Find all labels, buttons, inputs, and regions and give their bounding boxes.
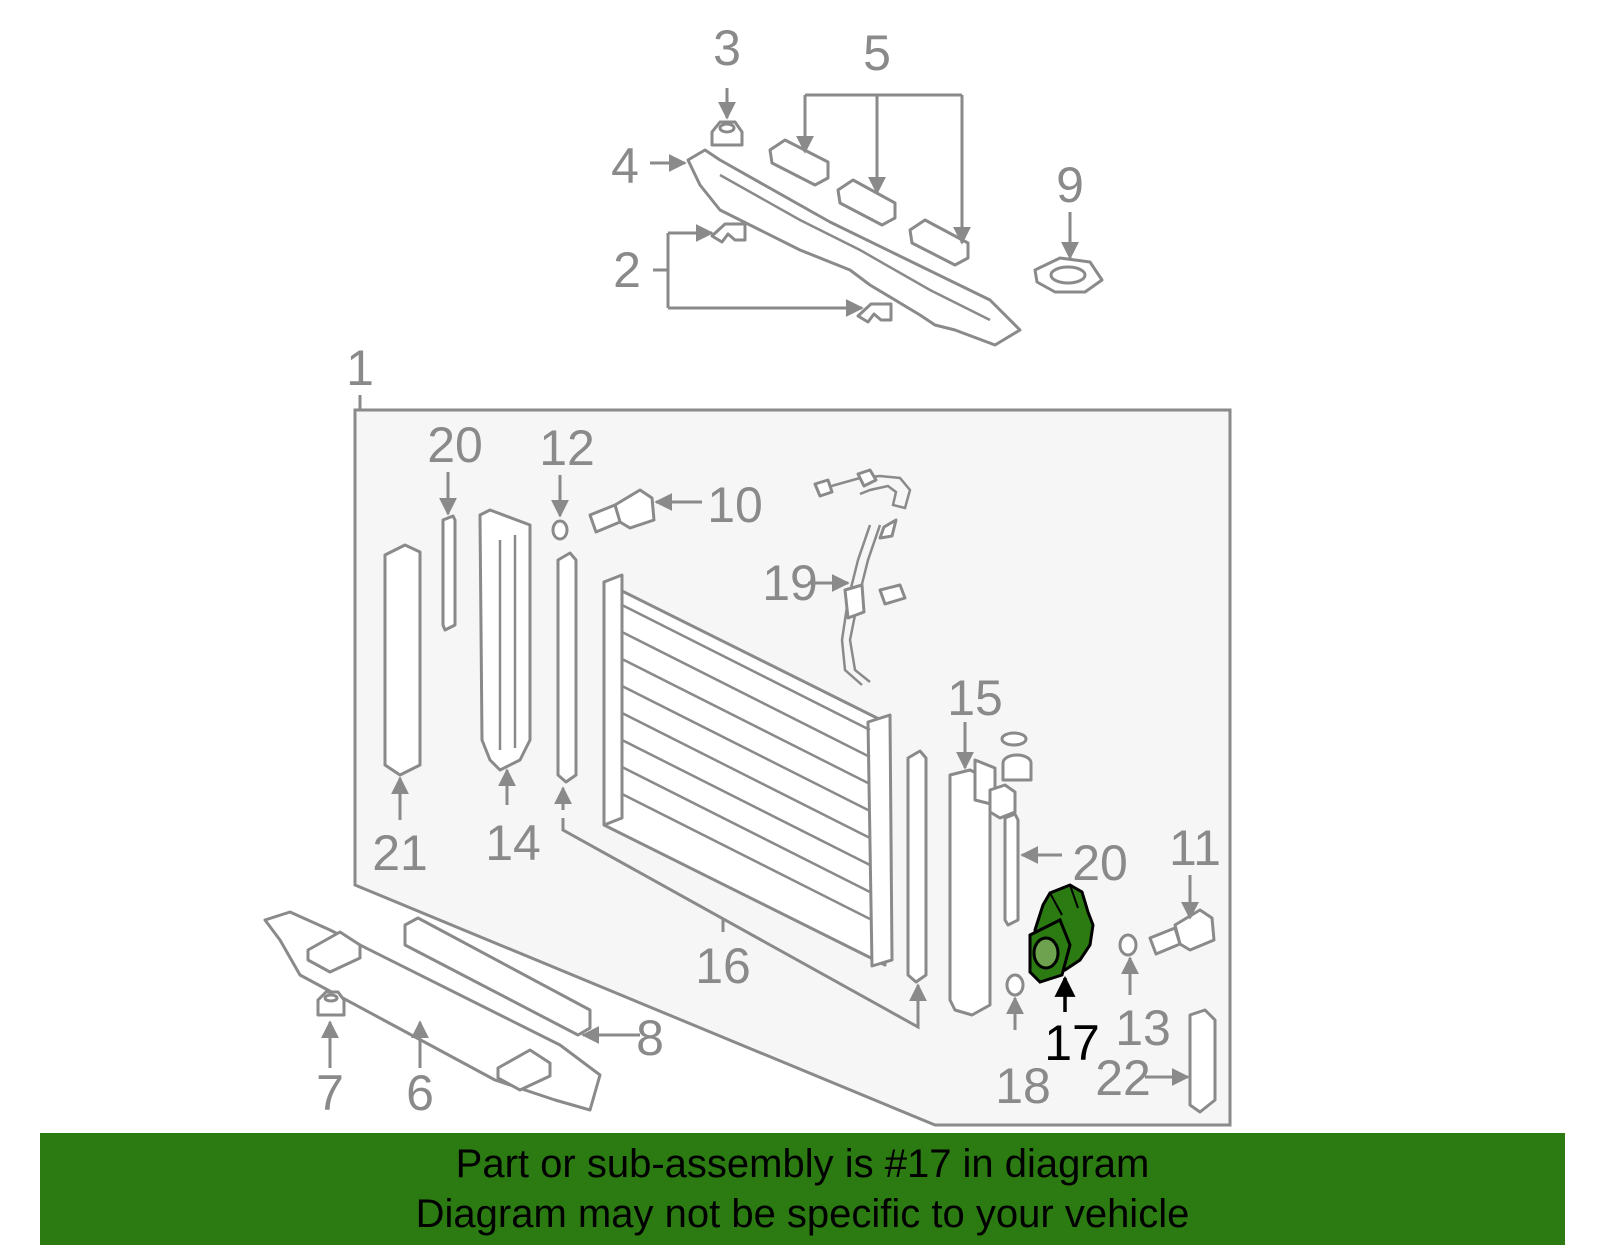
clip-3-hole [718,122,736,134]
seal-5b [836,178,897,227]
callout-6: 6 [406,1065,434,1121]
callout-19: 19 [762,555,818,611]
banner-line-2: Diagram may not be specific to your vehi… [415,1192,1190,1236]
radiator-tank-15 [948,731,1033,1017]
callout-7: 7 [316,1065,344,1121]
o-ring-13 [1118,933,1138,957]
callout-20-top: 20 [427,417,483,473]
leader-16-bracket [561,818,920,1030]
seal-20-right [1003,812,1020,927]
callout-18: 18 [995,1058,1051,1114]
radiator-core [602,573,894,968]
banner-line-1: Part or sub-assembly is #17 in diagram [455,1142,1150,1186]
seal-left-16 [556,551,578,784]
drain-cock-11 [1148,908,1216,956]
lower-support-group [263,910,602,1112]
callout-21: 21 [372,825,428,881]
callout-17: 17 [1044,1015,1100,1071]
callout-12: 12 [539,420,595,476]
callout-5: 5 [863,25,891,81]
leader-5 [803,93,964,242]
side-guide-22 [1188,1008,1217,1114]
callout-15: 15 [947,670,1003,726]
upper-support-group [686,120,1022,347]
callout-4: 4 [611,138,639,194]
callout-11: 11 [1169,820,1221,876]
seal-5a [768,138,830,187]
callout-10: 10 [707,477,763,533]
callout-1: 1 [346,340,374,396]
callout-20-right: 20 [1072,835,1128,891]
o-ring-12 [551,519,569,541]
air-guide-14 [478,508,532,772]
drain-plug-10 [588,488,656,534]
info-banner: Part or sub-assembly is #17 in diagram D… [40,1133,1565,1245]
callout-22: 22 [1095,1050,1151,1106]
callout-3: 3 [713,20,741,76]
callout-13: 13 [1115,1000,1171,1056]
overflow-hose-19 [813,468,912,686]
callout-14: 14 [485,815,541,871]
seal-5c [908,218,970,267]
leader-2 [653,231,860,310]
clip-2b [856,302,893,324]
seal-20-left [441,514,457,632]
seal-right-core [906,749,928,984]
callout-2: 2 [613,242,641,298]
callout-16: 16 [695,938,751,994]
parts-diagram: 1 2 3 4 5 6 7 8 9 10 11 12 13 14 15 16 1… [263,20,1232,1127]
clip-2a [710,222,747,244]
callout-8: 8 [636,1010,664,1066]
radiator-cap [1033,256,1104,294]
seal-21 [383,543,422,777]
o-ring-18 [1005,973,1025,997]
callout-9: 9 [1056,157,1084,213]
outlet-pipe-17-highlight [1028,883,1095,984]
